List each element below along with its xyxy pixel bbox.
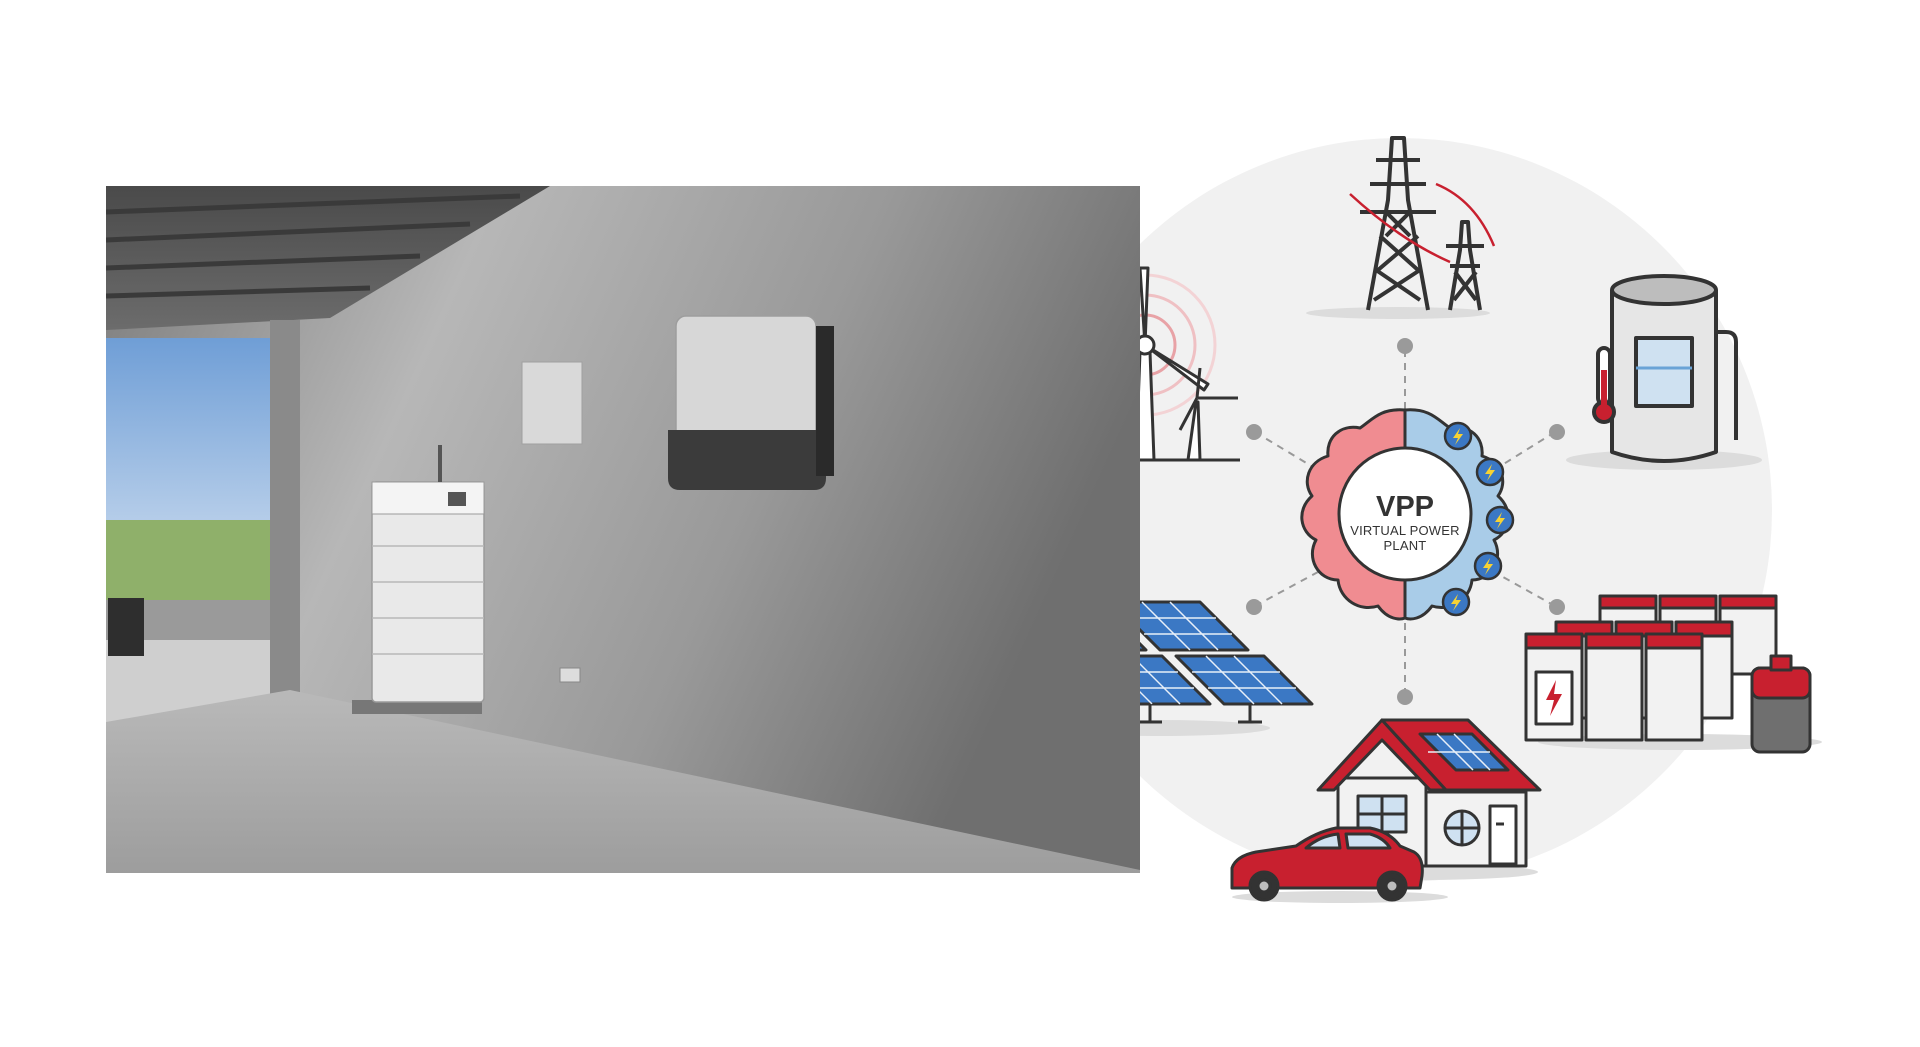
home-battery	[352, 445, 485, 714]
vpp-subtitle-line2: PLANT	[1384, 538, 1427, 553]
connector-lines	[1254, 350, 1556, 696]
hybrid-inverter	[668, 315, 834, 490]
connector-dots	[1246, 338, 1565, 705]
transmission-tower-icon	[1306, 136, 1496, 319]
electric-car-icon	[1230, 826, 1448, 903]
vpp-subtitle-line1: VIRTUAL POWER	[1350, 523, 1460, 538]
garage-photo	[106, 186, 1140, 873]
house-icon	[1302, 718, 1542, 880]
battery-icon	[1524, 594, 1822, 754]
lightning-bolt-icon	[1441, 421, 1515, 617]
vpp-hub: VPP VIRTUAL POWER PLANT	[1300, 408, 1515, 621]
vpp-title: VPP	[1376, 491, 1434, 523]
water-heater-icon	[1566, 274, 1762, 470]
